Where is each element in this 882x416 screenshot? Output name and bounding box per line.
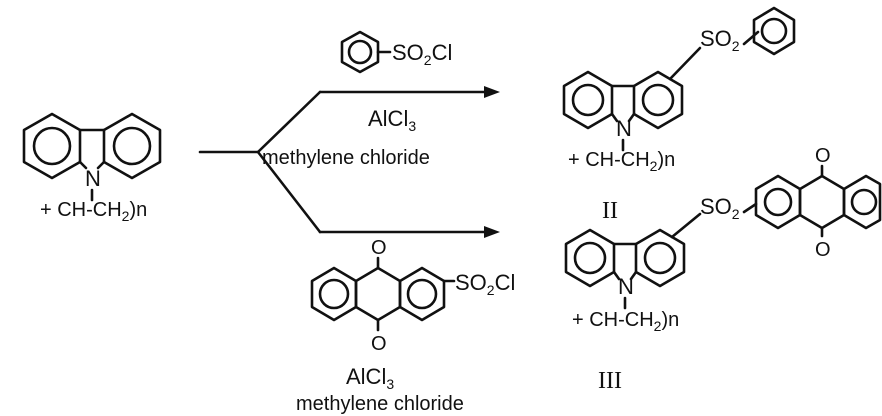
carbazole-left-ring <box>564 228 616 288</box>
oxygen-atom-label: O <box>815 239 831 261</box>
aromatic-circle <box>760 17 788 45</box>
anthraquinone-bond <box>742 202 758 214</box>
aromatic-circle <box>347 39 373 65</box>
carbazole-bond <box>627 112 636 123</box>
benzene-ring <box>340 30 380 74</box>
arrow-upper-branch <box>256 90 322 154</box>
aromatic-circle <box>318 278 350 310</box>
carbazole-right-ring <box>102 112 162 180</box>
carbazole-bond <box>96 160 106 170</box>
carbazole-bond <box>78 160 88 170</box>
anthraquinone-left-ring <box>310 266 358 322</box>
anthraquinone-right-ring <box>842 174 882 230</box>
oxygen-atom-label: O <box>371 333 387 355</box>
anthraquinone-right-ring <box>398 266 446 322</box>
upper-solvent-label: methylene chloride <box>262 147 430 169</box>
polymer-chain-label: + CH-CH2)n <box>572 309 679 334</box>
anthraquinone-left-ring <box>754 174 802 230</box>
aromatic-circle <box>641 83 675 117</box>
carbazole-left-ring <box>562 70 614 130</box>
upper-reagent-benzenesulfonyl-chloride: SO2Cl <box>340 30 452 74</box>
carbazole-bond <box>629 270 638 281</box>
aromatic-circle <box>643 241 677 275</box>
arrow-lower-branch <box>256 150 322 234</box>
nitrogen-atom-label: N <box>616 116 632 141</box>
product-iii-label: III <box>598 368 622 394</box>
sulfonyl-linker-label: SO2 <box>700 26 740 54</box>
nitrogen-atom-label: N <box>85 166 101 191</box>
aromatic-circle <box>32 126 72 166</box>
carbazole-left-ring <box>22 112 82 180</box>
sulfonyl-chloride-label: SO2Cl <box>455 270 515 298</box>
reaction-arrows <box>198 86 500 238</box>
aromatic-circle <box>112 126 152 166</box>
aromatic-circle <box>571 83 605 117</box>
product-iii-structure: N SO2 O O + CH-CH2)n <box>564 145 882 334</box>
polymer-chain-label: + CH-CH2)n <box>568 149 675 174</box>
carbazole-bond <box>612 270 621 281</box>
sulfonyl-bond <box>668 46 702 81</box>
lower-solvent-label: methylene chloride <box>296 393 464 415</box>
benzene-ring <box>752 6 796 56</box>
sulfonyl-bond <box>670 212 702 239</box>
carbazole-right-ring <box>632 70 684 130</box>
phenyl-bond <box>742 30 760 46</box>
aromatic-circle <box>573 241 607 275</box>
aromatic-circle <box>763 187 793 217</box>
lower-catalyst-label: AlCl3 <box>346 364 394 392</box>
lower-reagent-anthraquinone-sulfonyl-chloride: O O SO2Cl <box>310 237 515 355</box>
product-ii-structure: N SO2 + CH-CH2)n <box>562 6 796 174</box>
carbazole-right-ring <box>634 228 686 288</box>
anthraquinone-middle-ring <box>798 174 846 230</box>
aromatic-circle <box>406 278 438 310</box>
product-ii-label: II <box>602 198 618 224</box>
carbazole-bond <box>610 112 619 123</box>
reactant-carbazole: N + CH-CH2)n <box>22 112 162 224</box>
sulfonyl-linker-label: SO2 <box>700 194 740 222</box>
polymer-chain-label: + CH-CH2)n <box>40 199 147 224</box>
nitrogen-atom-label: N <box>618 274 634 299</box>
oxygen-atom-label: O <box>371 237 387 259</box>
aromatic-circle <box>850 188 878 216</box>
arrow-lower-head <box>484 226 500 238</box>
arrow-upper-head <box>484 86 500 98</box>
oxygen-atom-label: O <box>815 145 831 167</box>
upper-catalyst-label: AlCl3 <box>368 106 416 134</box>
sulfonyl-chloride-label: SO2Cl <box>392 40 452 68</box>
anthraquinone-middle-ring <box>354 266 402 322</box>
